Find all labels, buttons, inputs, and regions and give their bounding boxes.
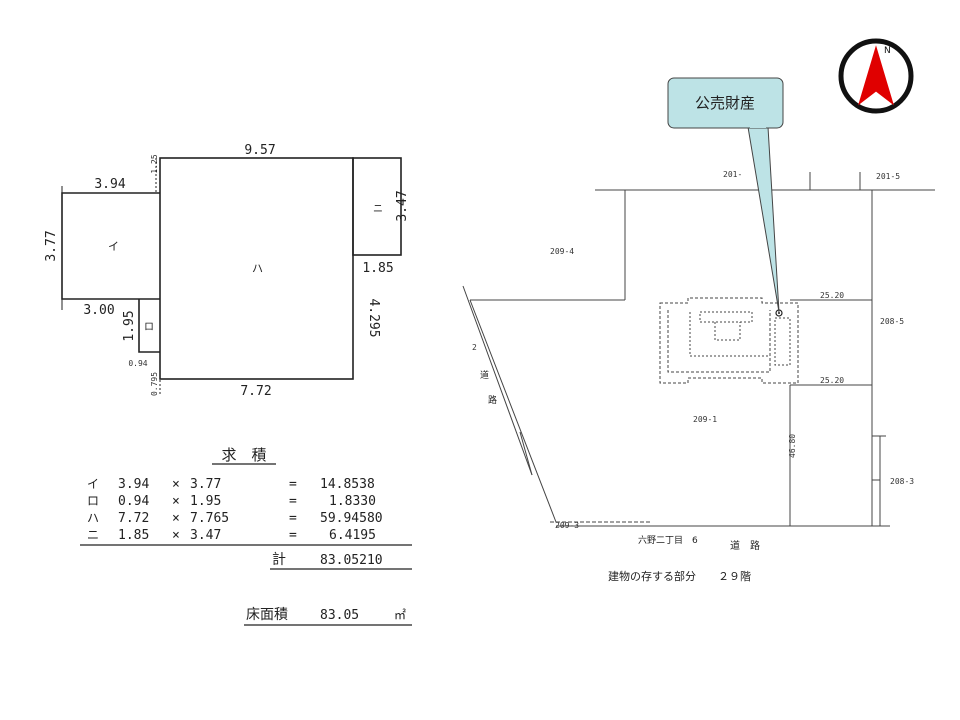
bottom-road-name: 六野二丁目 6 [638, 534, 698, 546]
calc-row-result: 6.4195 [329, 528, 376, 543]
dim-ro-height: 1.95 [122, 310, 137, 341]
calc-row-result: 14.8538 [320, 477, 375, 492]
area-calc-title: 求 積 [221, 446, 266, 464]
north-compass-icon: N [838, 38, 914, 114]
room-label-ro: ロ [144, 322, 154, 333]
calc-row-result: 59.94580 [320, 511, 383, 526]
floor-area-value: 83.05 [320, 608, 359, 623]
lot-209-3: 209-3 [555, 521, 579, 530]
compass-letter: N [884, 46, 891, 56]
calc-row-b: 3.77 [190, 477, 221, 492]
calc-row: ロ 0.94 × 1.95 = 1.8330 [87, 494, 376, 509]
calc-row-a: 0.94 [118, 494, 149, 509]
dim-right-small: 3.47 [395, 190, 410, 221]
room-i [61, 192, 160, 300]
calc-row-eq: = [289, 528, 297, 543]
floor-area-unit: ㎡ [394, 608, 406, 622]
calc-row-b: 1.95 [190, 494, 221, 509]
lot-201-top: 201- [723, 170, 742, 179]
calc-row-b: 7.765 [190, 511, 229, 526]
floor-area-label: 床面積 [246, 607, 288, 623]
calc-row-eq: = [289, 511, 297, 526]
dim-25-20-a: 25.20 [820, 291, 844, 300]
lot-209-1: 209-1 [693, 415, 717, 424]
room-label-i: イ [108, 240, 119, 253]
dim-right-side: 4.295 [366, 298, 381, 337]
floor-plan [61, 157, 402, 395]
dim-bottom: 7.72 [240, 384, 271, 399]
dim-left-top: 3.94 [94, 177, 125, 192]
callout-public-sale-property: 公売財産 [667, 77, 784, 313]
calc-row: ハ 7.72 × 7.765 = 59.94580 [87, 511, 383, 526]
dim-25-20-b: 25.20 [820, 376, 844, 385]
site-map [462, 172, 935, 527]
lot-208-3: 208-3 [890, 477, 914, 486]
lot-208-5: 208-5 [880, 317, 904, 326]
calc-row: ニ 1.85 × 3.47 = 6.4195 [87, 528, 376, 543]
calc-row-eq: = [289, 477, 297, 492]
room-label-ha: ハ [252, 262, 263, 275]
bottom-road-label: 道 路 [730, 539, 760, 552]
dim-top: 9.57 [244, 143, 275, 158]
dim-46-80: 46.80 [788, 434, 797, 458]
calc-row-b: 3.47 [190, 528, 221, 543]
calc-row-result: 1.8330 [329, 494, 376, 509]
dim-left-bottom: 3.00 [83, 303, 114, 318]
total-value: 83.05210 [320, 553, 383, 568]
calc-row-op: × [172, 528, 180, 543]
calc-row-eq: = [289, 494, 297, 509]
dim-right-bottom-small: 1.85 [362, 261, 393, 276]
calc-row-op: × [172, 494, 180, 509]
dim-offset-small: 0.795 [150, 372, 159, 396]
lot-201-5: 201-5 [876, 172, 900, 181]
callout-pointer [747, 126, 780, 313]
dim-ro-width: 0.94 [128, 359, 147, 368]
road-left-num: 2 [472, 343, 477, 352]
calc-row-label: ニ [87, 528, 99, 542]
road-left-char-2: 路 [488, 394, 497, 406]
calc-row-label: ロ [87, 494, 99, 508]
calc-row-label: イ [87, 477, 99, 491]
calc-row-a: 1.85 [118, 528, 149, 543]
dim-left-side: 3.77 [44, 230, 59, 261]
calc-row-op: × [172, 477, 180, 492]
building-note: 建物の存する部分 ２９階 [608, 569, 751, 583]
calc-row: イ 3.94 × 3.77 = 14.8538 [87, 477, 375, 492]
calc-row-op: × [172, 511, 180, 526]
lot-209-4: 209-4 [550, 247, 574, 256]
road-left-char-1: 道 [480, 369, 489, 381]
calc-row-a: 3.94 [118, 477, 149, 492]
area-calc-rows: イ 3.94 × 3.77 = 14.8538 ロ 0.94 × 1.95 = … [87, 477, 383, 543]
callout-box [667, 77, 784, 129]
calc-row-a: 7.72 [118, 511, 149, 526]
total-label: 計 [272, 552, 286, 568]
callout-text: 公売財産 [695, 94, 755, 112]
room-label-ni: ニ [373, 204, 383, 215]
dim-small-top: 1.25 [150, 154, 159, 173]
calc-row-label: ハ [87, 511, 99, 525]
room-ro [138, 299, 160, 353]
